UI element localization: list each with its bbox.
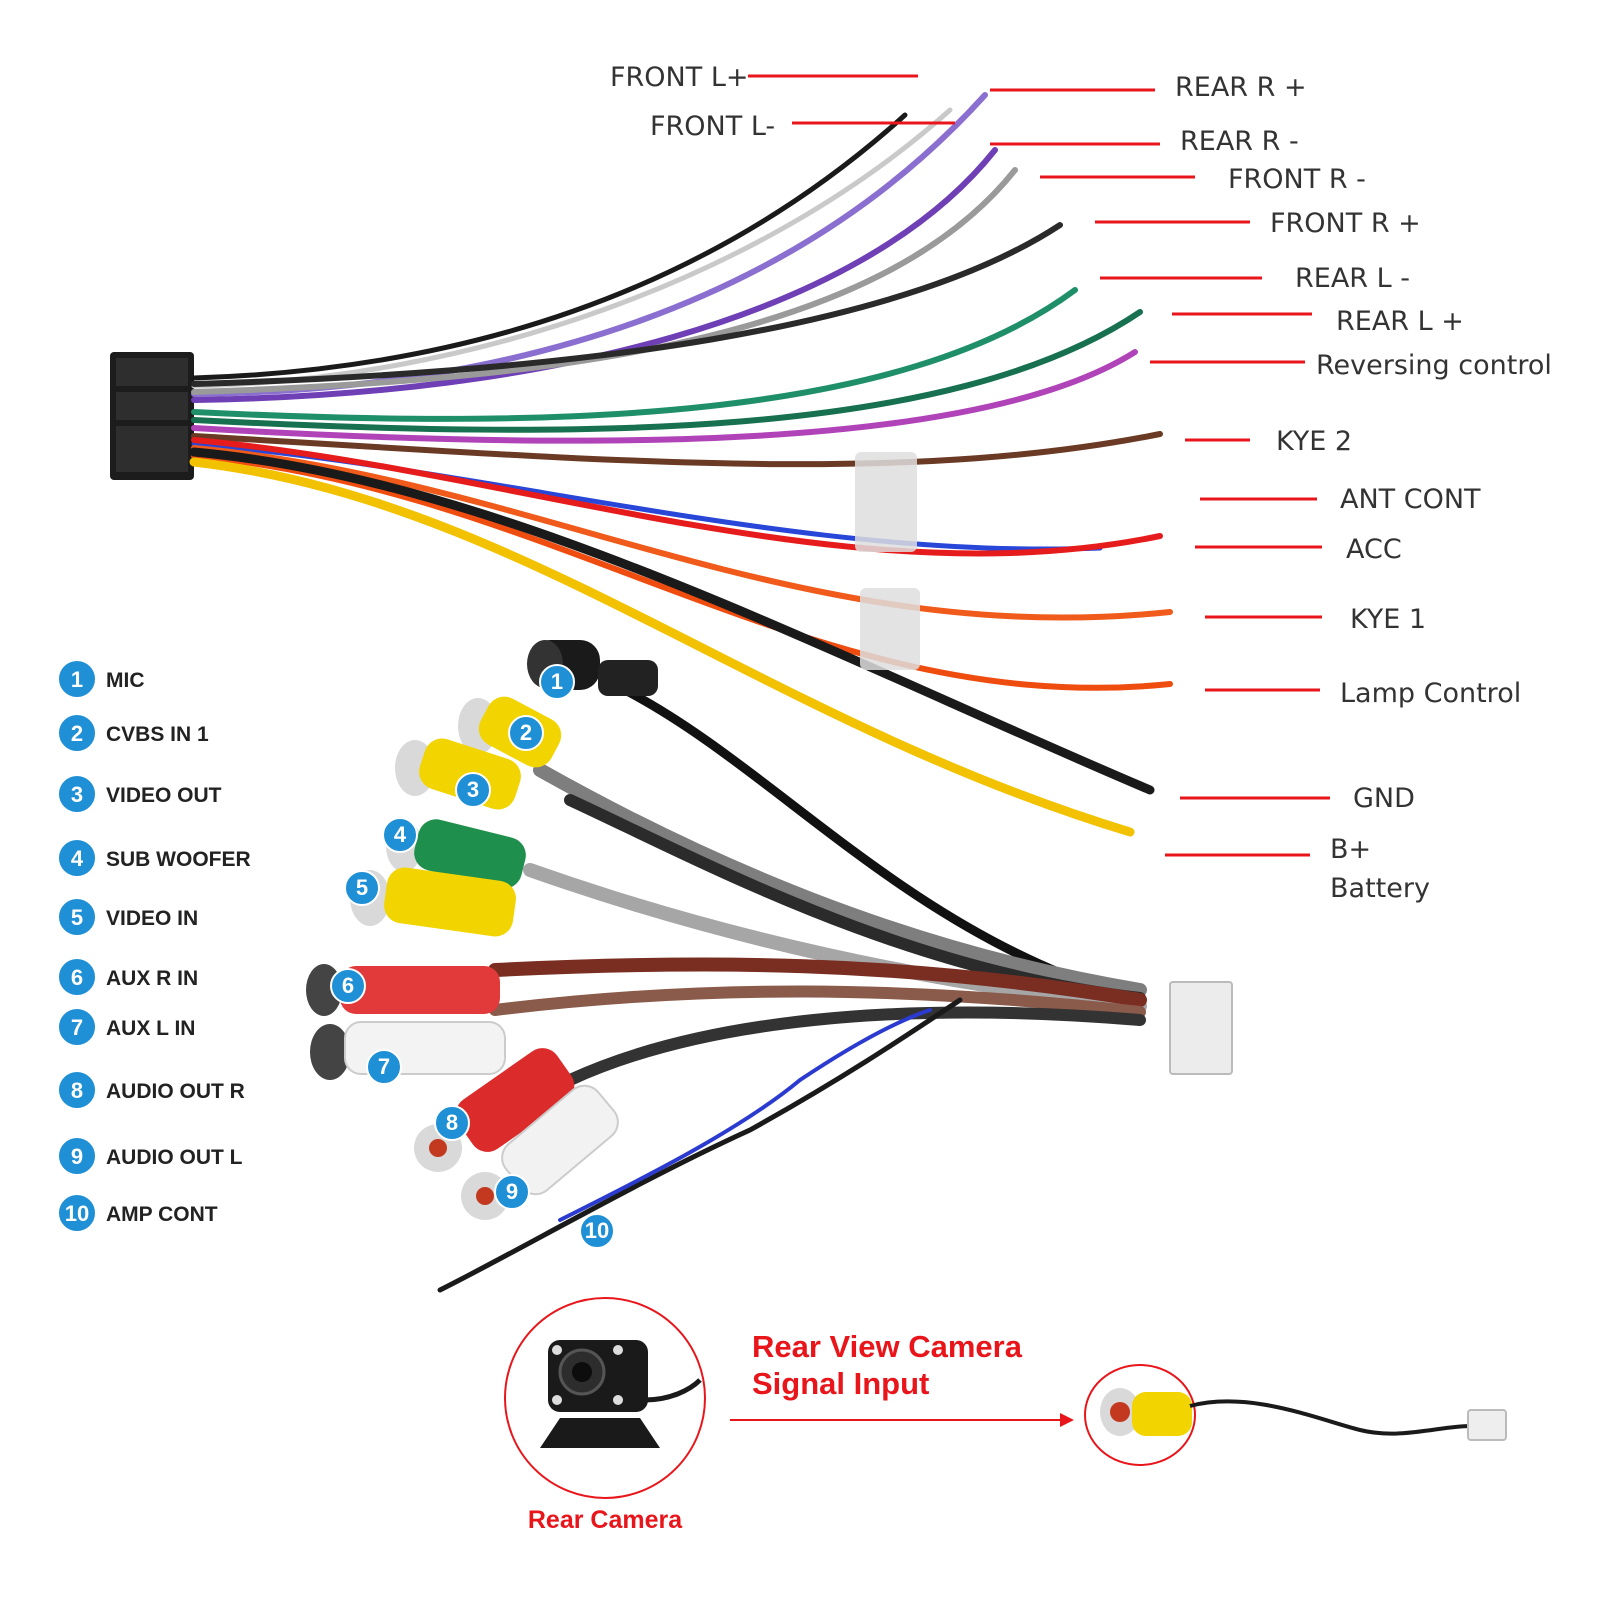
plug-number: 2 — [520, 720, 532, 745]
wire-label: ANT CONT — [1340, 484, 1481, 515]
legend-label: VIDEO IN — [106, 907, 198, 930]
legend-number: 7 — [71, 1015, 83, 1040]
plug-number-badge-icon — [494, 1174, 530, 1210]
plug-number-badge-icon — [434, 1105, 470, 1141]
legend-item: 6 AUX R IN — [57, 957, 198, 997]
rca-harness: 1 2 3 4 5 6 7 8 9 10 — [306, 640, 1233, 1293]
connector-legend: 1 MIC 2 CVBS IN 1 3 VIDEO OUT 4 SUB WOOFER 5 VIDE… — [57, 659, 251, 1233]
wire-label: B+ — [1330, 834, 1371, 865]
plug-number-badge-icon — [344, 870, 380, 906]
signal-title-line2: Signal Input — [752, 1366, 929, 1401]
legend-item: 8 AUDIO OUT R — [57, 1070, 245, 1110]
plug-number-badge-icon — [508, 715, 544, 751]
plug-number: 3 — [467, 777, 479, 802]
legend-number: 2 — [71, 721, 83, 746]
wire-tag — [860, 588, 920, 670]
legend-label: CVBS IN 1 — [106, 723, 209, 746]
plug-number: 4 — [394, 822, 407, 847]
legend-label: MIC — [106, 669, 145, 692]
camera-rca-plug — [1100, 1388, 1507, 1441]
wire-label: KYE 1 — [1350, 604, 1426, 635]
legend-number: 1 — [71, 667, 83, 692]
wire-label: FRONT R - — [1228, 164, 1366, 195]
plug-number: 1 — [551, 669, 563, 694]
wire-label: Reversing control — [1316, 350, 1552, 381]
wire-label: Lamp Control — [1340, 678, 1521, 709]
legend-item: 1 MIC — [57, 659, 145, 699]
legend-number: 9 — [71, 1144, 83, 1169]
wire-label: FRONT L- — [650, 111, 775, 142]
multi-pin-connector — [1169, 981, 1233, 1075]
number-badge-icon — [57, 1136, 97, 1176]
legend-label: VIDEO OUT — [106, 784, 222, 807]
number-badge-icon — [57, 897, 97, 937]
wire-label: REAR R + — [1175, 72, 1307, 103]
legend-item: 10 AMP CONT — [57, 1193, 218, 1233]
legend-item: 2 CVBS IN 1 — [57, 713, 209, 753]
plug-number-badge-icon — [366, 1049, 402, 1085]
camera-plug-circle — [1084, 1364, 1196, 1466]
legend-item: 3 VIDEO OUT — [57, 774, 222, 814]
wire-label-group: FRONT L+ FRONT L- REAR R + REAR R - FRONT R … — [610, 62, 1552, 904]
wire-label: REAR R - — [1180, 126, 1299, 157]
rear-camera-section: Rear Camera Rear View Camera Signal Inpu… — [504, 1297, 1507, 1534]
plug-number-badge-icon — [382, 817, 418, 853]
plug-number-badge-icon — [455, 772, 491, 808]
number-badge-icon — [57, 1193, 97, 1233]
iso-connector-block — [110, 352, 194, 480]
rca-plug-aux-r-in — [306, 964, 500, 1016]
wire-label: FRONT L+ — [610, 62, 748, 93]
legend-item: 5 VIDEO IN — [57, 897, 198, 937]
legend-item: 7 AUX L IN — [57, 1007, 195, 1047]
camera-circle — [504, 1297, 706, 1499]
power-harness — [110, 92, 1173, 837]
plug-number: 9 — [506, 1179, 518, 1204]
number-badge-icon — [57, 713, 97, 753]
harness-wires — [189, 92, 1173, 837]
legend-label: AUX L IN — [106, 1017, 195, 1040]
plug-number-badge-icon — [579, 1213, 615, 1249]
wire-label: GND — [1353, 783, 1415, 814]
wire-label: REAR L + — [1336, 306, 1464, 337]
wire-label: Battery — [1330, 873, 1430, 904]
camera-caption: Rear Camera — [528, 1506, 683, 1534]
wire-tag — [855, 452, 917, 552]
legend-label: AUDIO OUT R — [106, 1080, 245, 1103]
plug-number: 8 — [446, 1110, 458, 1135]
number-badge-icon — [57, 1007, 97, 1047]
plug-number: 6 — [342, 973, 354, 998]
number-badge-icon — [57, 1070, 97, 1110]
legend-number: 4 — [71, 846, 84, 871]
rca-plug-aux-l-in — [310, 1021, 506, 1080]
legend-label: AUDIO OUT L — [106, 1146, 243, 1169]
arrow-icon — [730, 1413, 1074, 1427]
legend-item: 4 SUB WOOFER — [57, 838, 251, 878]
number-badge-icon — [57, 774, 97, 814]
rear-camera-icon — [540, 1340, 702, 1448]
plug-number-badge-icon — [539, 664, 575, 700]
legend-number: 10 — [65, 1201, 89, 1226]
legend-label: SUB WOOFER — [106, 848, 251, 871]
wire-label: ACC — [1346, 534, 1402, 565]
legend-item: 9 AUDIO OUT L — [57, 1136, 243, 1176]
number-badge-icon — [57, 957, 97, 997]
legend-number: 6 — [71, 965, 83, 990]
plug-number: 7 — [378, 1054, 390, 1079]
number-badge-icon — [57, 838, 97, 878]
wire-label: FRONT R + — [1270, 208, 1421, 239]
legend-number: 5 — [71, 905, 83, 930]
plug-number-badge-icon — [330, 968, 366, 1004]
legend-number: 8 — [71, 1078, 83, 1103]
legend-number: 3 — [71, 782, 83, 807]
plug-number: 5 — [356, 875, 368, 900]
number-badge-icon — [57, 659, 97, 699]
plug-badges: 1 2 3 4 5 6 7 8 9 10 — [330, 664, 615, 1249]
plug-number: 10 — [585, 1218, 609, 1243]
wire-label: REAR L - — [1295, 263, 1410, 294]
wire-label: KYE 2 — [1276, 426, 1352, 457]
legend-label: AMP CONT — [106, 1203, 218, 1226]
legend-label: AUX R IN — [106, 967, 198, 990]
signal-title-line1: Rear View Camera — [752, 1329, 1023, 1364]
